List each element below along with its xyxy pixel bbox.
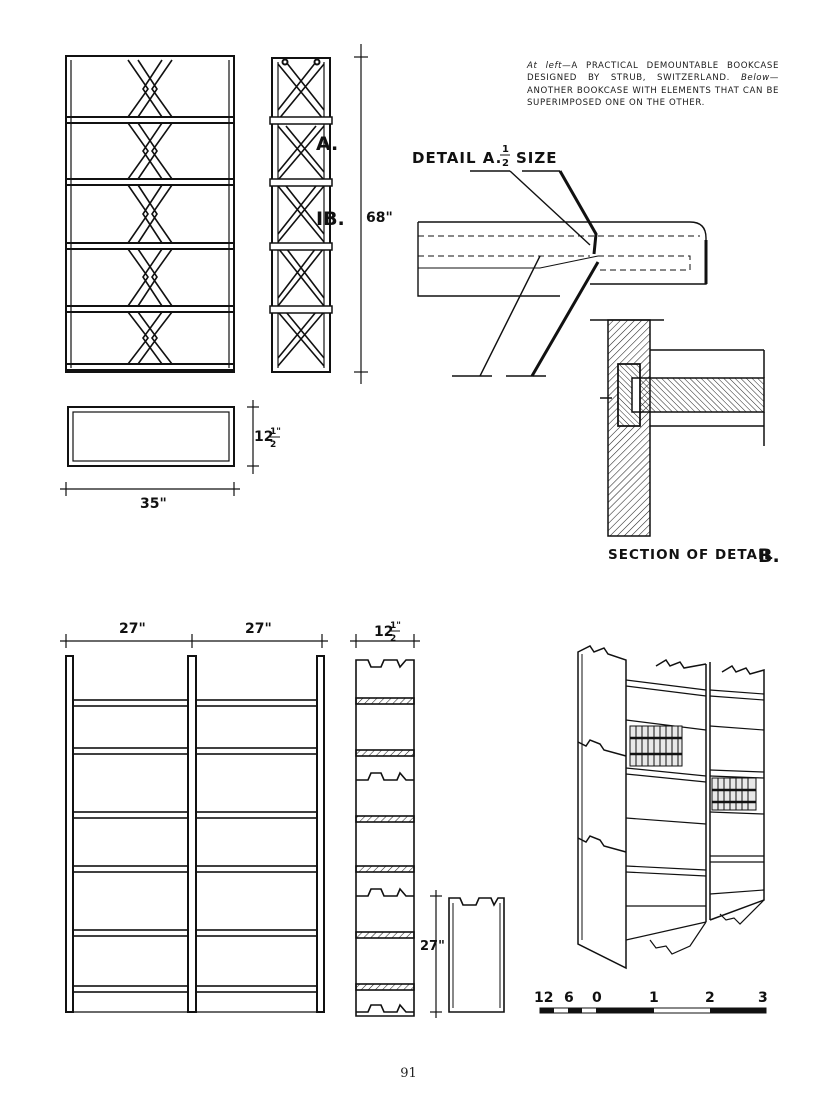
caption-text-1: —A PRACTICAL DEMOUNTABLE BOOKCASE DESIGN… <box>527 61 779 84</box>
scale-bar: 12 6 0 1 2 3 <box>534 990 768 1014</box>
front-shelves <box>65 116 235 371</box>
depth-dimension-frac-num: 1" <box>270 427 281 437</box>
detail-a-title-text: DETAIL A. <box>412 149 502 167</box>
scale-label-12: 12 <box>534 990 553 1006</box>
bottom-side-section <box>355 659 415 1017</box>
front-frame-outline <box>65 55 235 373</box>
side-elevation <box>269 57 333 373</box>
caption: At left—A PRACTICAL DEMOUNTABLE BOOKCASE… <box>527 60 779 110</box>
unit-height-label: 27" <box>420 939 445 954</box>
height-dimension-label: 68" <box>366 210 393 226</box>
height-dimension-line <box>354 44 368 384</box>
bottom-front-elevation <box>65 655 325 1013</box>
depth-dimension-whole: 12 <box>254 429 273 445</box>
bay-width-left: 27" <box>119 621 146 637</box>
detail-a-frac-num: 1 <box>502 144 509 155</box>
label-detail-b: IB. <box>316 208 345 230</box>
page-number: 91 <box>400 1066 417 1081</box>
perspective-bookcase <box>577 645 765 970</box>
detail-b-title-letter: B. <box>758 545 780 567</box>
scale-label-2: 2 <box>705 990 715 1006</box>
plan-view <box>67 406 235 467</box>
depth-dimension-line <box>247 400 259 474</box>
scale-label-6: 6 <box>564 990 574 1006</box>
detail-a-frac-den: 2 <box>502 158 509 169</box>
bottom-bay-dimension <box>60 634 328 648</box>
detail-a-title-suffix: SIZE <box>516 149 558 167</box>
bottom-depth-whole: 12 <box>374 624 393 640</box>
caption-lead-2: Below <box>740 73 770 84</box>
scale-label-1: 1 <box>649 990 659 1006</box>
detail-b-drawing <box>590 319 765 537</box>
label-detail-a: A. <box>316 133 338 155</box>
detail-a-title: DETAIL A. 1 2 SIZE <box>412 144 558 169</box>
width-dimension-line <box>60 482 240 496</box>
front-cross-braces <box>127 59 173 365</box>
scale-label-3: 3 <box>758 990 768 1006</box>
depth-dimension-frac-den: 2 <box>270 440 276 450</box>
caption-text-2: —ANOTHER BOOKCASE WITH ELEMENTS THAT CAN… <box>527 73 779 109</box>
detail-b-title: SECTION OF DETAIL <box>608 547 774 563</box>
bottom-depth-frac-num: 1" <box>390 621 401 631</box>
books-lower <box>711 777 757 811</box>
single-unit-dimension <box>430 890 442 1018</box>
books-upper <box>629 725 683 767</box>
caption-lead: At left <box>527 61 563 71</box>
bottom-depth-frac-den: 2 <box>390 634 396 644</box>
front-elevation <box>65 55 235 373</box>
bay-width-right: 27" <box>245 621 272 637</box>
bottom-depth-dimension <box>350 634 420 648</box>
width-dimension-label: 35" <box>140 496 167 512</box>
scale-label-0: 0 <box>592 990 602 1006</box>
single-unit <box>448 897 505 1013</box>
detail-a-drawing <box>417 170 708 377</box>
